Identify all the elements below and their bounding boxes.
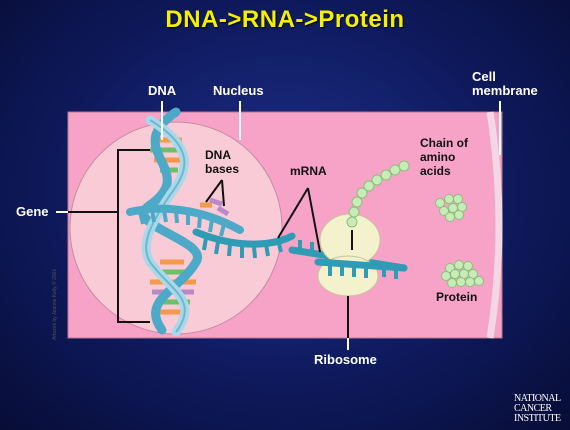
label-protein: Protein <box>436 290 478 304</box>
label-nucleus: Nucleus <box>213 83 264 98</box>
artwork-credit: Artwork by Jeanne Kelly © 2001 <box>52 268 58 340</box>
nci-logo: NATIONAL CANCER INSTITUTE <box>514 393 561 424</box>
dna-helix <box>139 107 202 337</box>
amino-acid-cluster <box>435 194 467 222</box>
label-dna-bases: DNA bases <box>205 148 240 176</box>
unzipped-dna <box>126 197 244 237</box>
label-chain-of-amino-acids: Chain of amino acids <box>420 136 468 178</box>
label-mrna: mRNA <box>290 164 327 178</box>
label-dna: DNA <box>148 83 177 98</box>
cell-membrane <box>486 111 503 339</box>
protein-cluster <box>441 260 484 288</box>
label-ribosome: Ribosome <box>314 352 377 367</box>
page-title: DNA->RNA->Protein <box>165 6 405 33</box>
leader-lines <box>56 101 501 350</box>
label-cell-membrane: Cell membrane <box>472 69 538 98</box>
ribosome <box>314 213 408 297</box>
amino-acid-chain <box>346 160 410 228</box>
label-gene: Gene <box>16 204 49 219</box>
